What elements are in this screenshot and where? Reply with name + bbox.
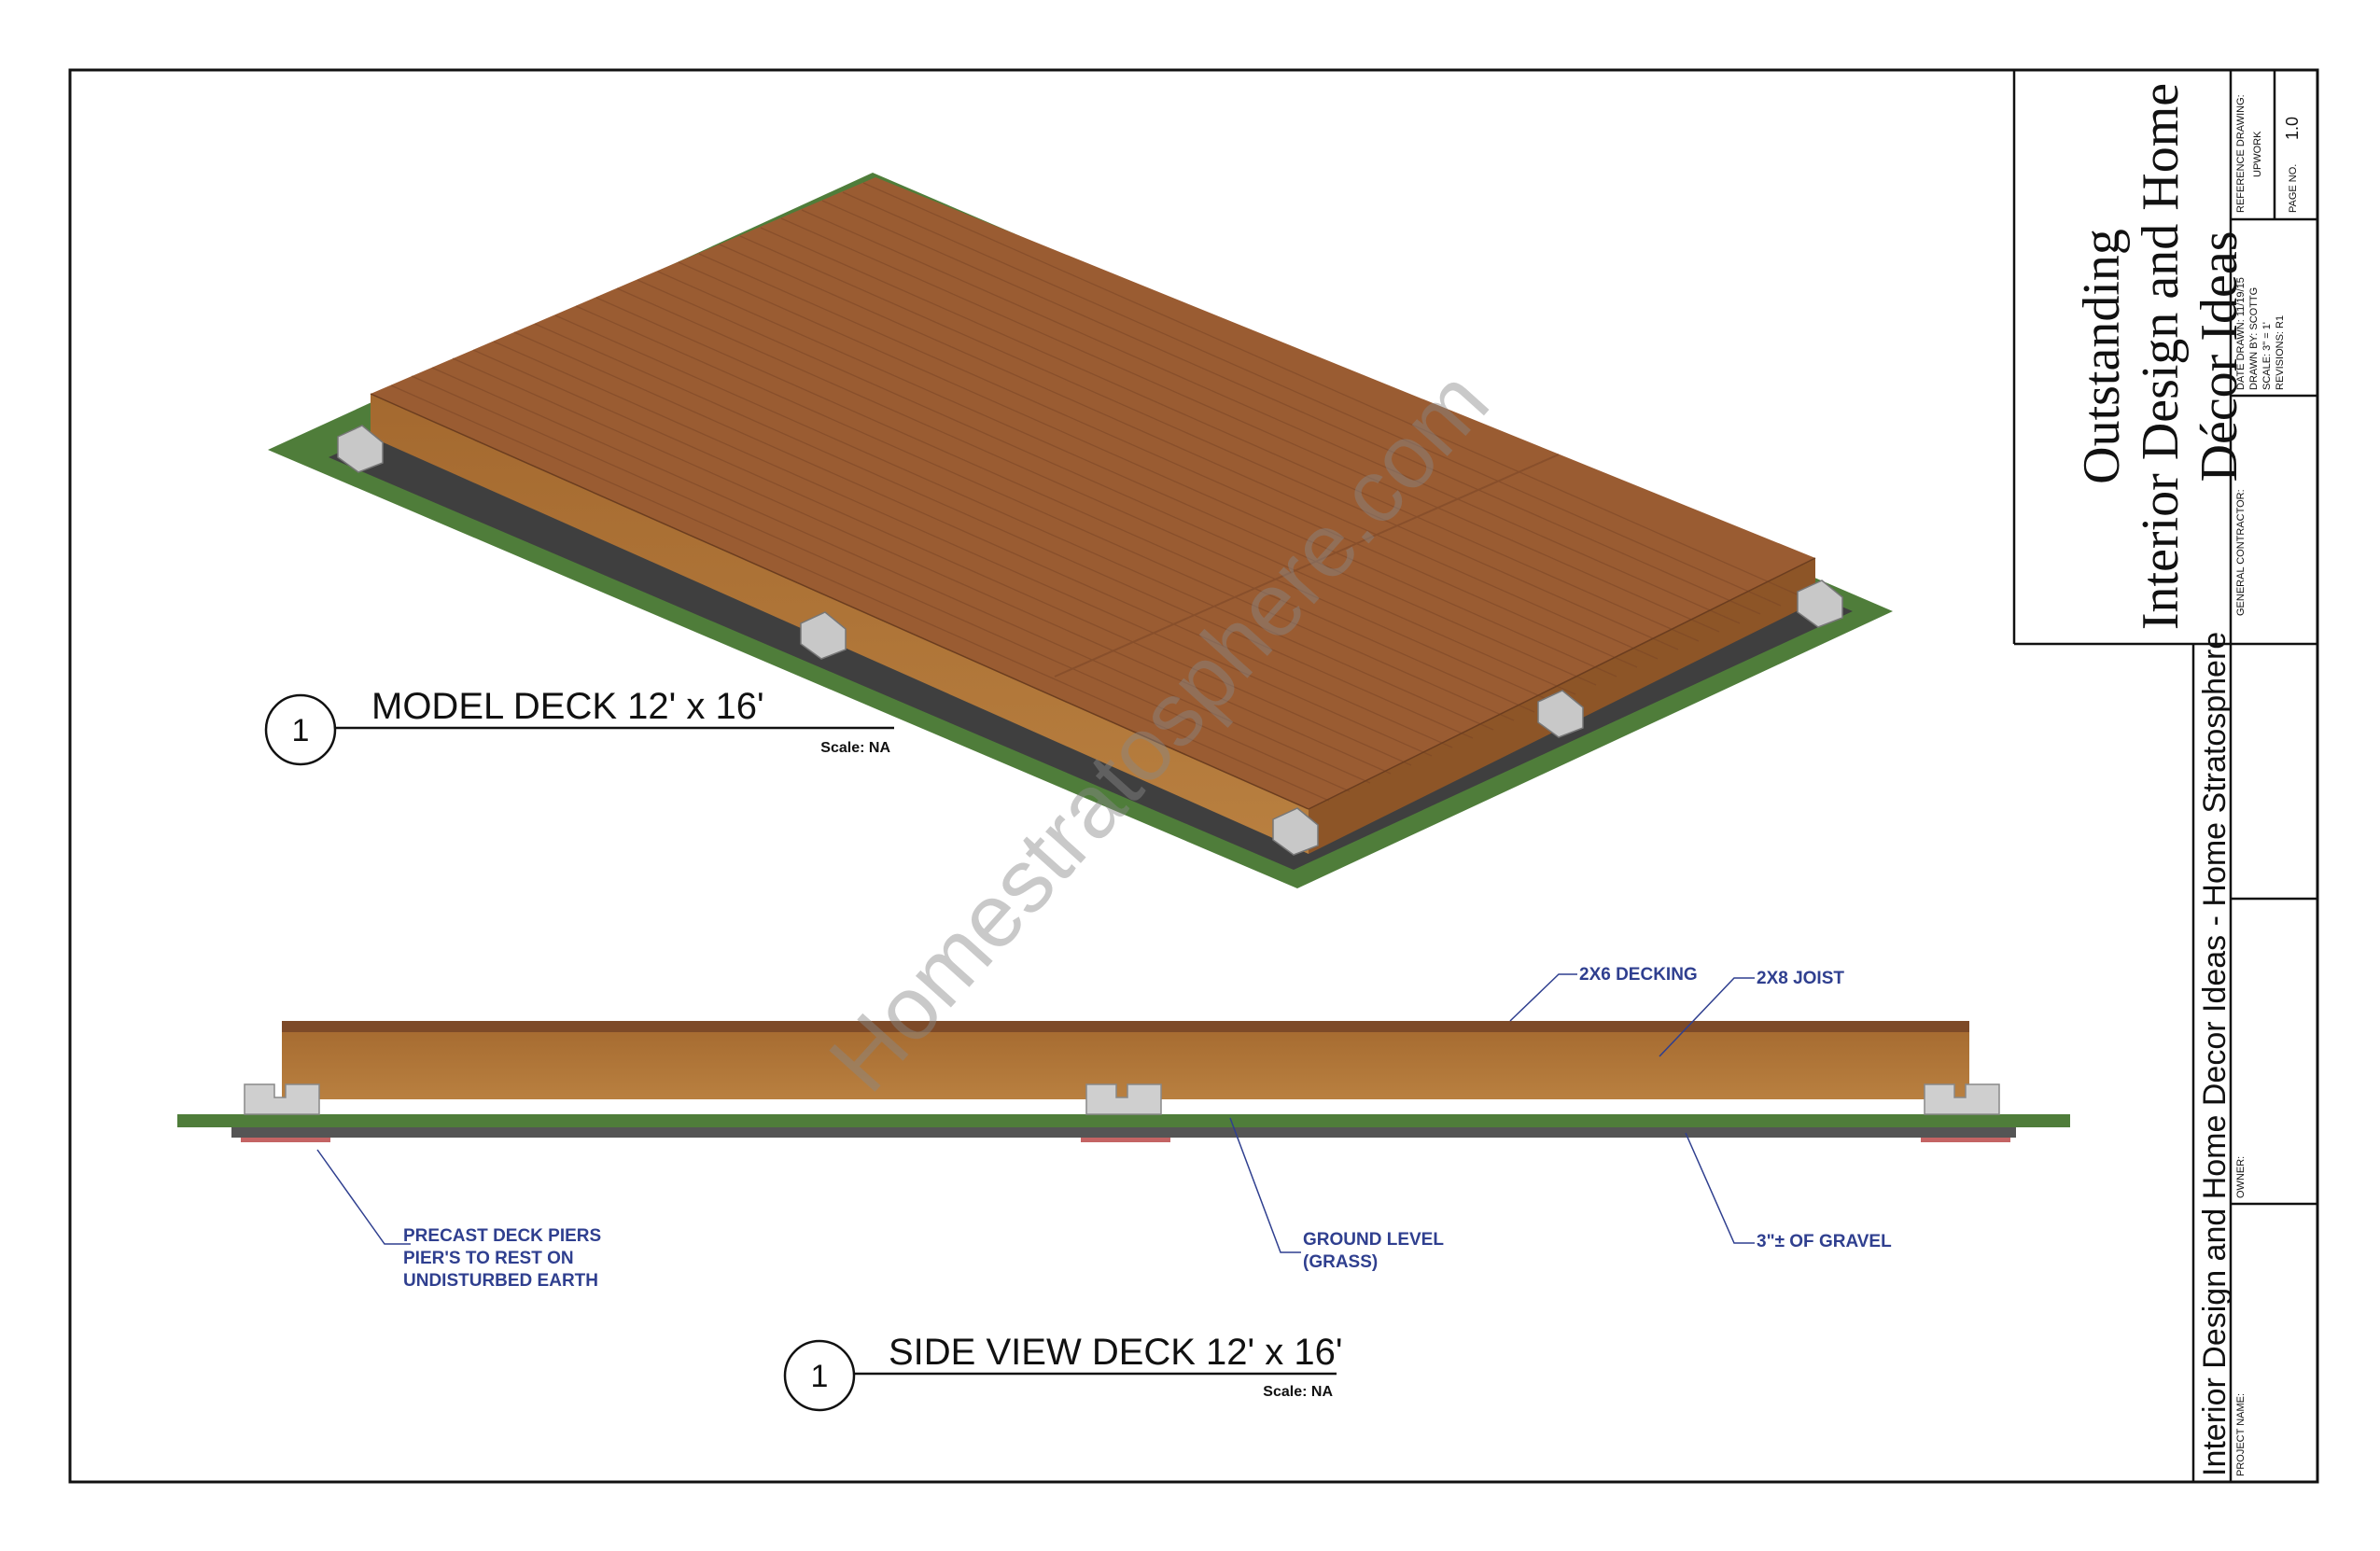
deck-piers bbox=[337, 425, 1843, 856]
side-view-label: 1 SIDE VIEW DECK 12' x 16' Scale: NA bbox=[783, 1332, 1343, 1412]
deck-plank-lines bbox=[390, 182, 1802, 802]
company-title-line1: Outstanding bbox=[2073, 229, 2131, 484]
callout-decking: 2X6 DECKING bbox=[1579, 965, 1698, 985]
project-name-label: PROJECT NAME: bbox=[2235, 1393, 2247, 1476]
view-scale: Scale: NA bbox=[820, 740, 890, 756]
deck-decking-side bbox=[282, 1021, 1969, 1032]
view-scale: Scale: NA bbox=[1263, 1384, 1333, 1400]
owner-label: OWNER: bbox=[2235, 1156, 2247, 1198]
side-piers bbox=[244, 1083, 2000, 1115]
page-value: 1.0 bbox=[2283, 117, 2302, 140]
model-deck-illustration bbox=[268, 173, 1893, 888]
gravel-line bbox=[231, 1127, 2016, 1138]
general-contractor-label: GENERAL CONTRACTOR: bbox=[2235, 489, 2247, 616]
date-drawn: DATE DRAWN: 11/19/15 bbox=[2235, 277, 2247, 390]
deck-top-surface bbox=[371, 177, 1815, 809]
callout-ground-line1: GROUND LEVEL bbox=[1303, 1230, 1444, 1250]
reference-label: REFERENCE DRAWING: bbox=[2235, 94, 2247, 213]
grass-line bbox=[177, 1114, 2070, 1127]
revisions: REVISIONS: R1 bbox=[2275, 315, 2286, 390]
view-number-circle bbox=[264, 693, 337, 766]
title-block bbox=[2012, 70, 2317, 1482]
sheet-border bbox=[68, 68, 2319, 1484]
scale-info: SCALE: 3" = 1' bbox=[2261, 322, 2273, 390]
drawn-by: DRAWN BY: SCOTTG bbox=[2248, 287, 2260, 390]
view-title: MODEL DECK 12' x 16' bbox=[371, 686, 764, 727]
view-number: 1 bbox=[292, 713, 310, 748]
view-title: SIDE VIEW DECK 12' x 16' bbox=[889, 1332, 1343, 1373]
view-number-circle bbox=[783, 1339, 856, 1412]
project-name-value: Interior Design and Home Decor Ideas - H… bbox=[2197, 632, 2233, 1476]
callout-piers-line3: UNDISTURBED EARTH bbox=[403, 1271, 598, 1291]
callout-piers-line1: PRECAST DECK PIERS bbox=[403, 1226, 601, 1246]
company-title-line3: Décor Ideas bbox=[2191, 231, 2248, 482]
callout-joist: 2X8 JOIST bbox=[1757, 969, 1844, 988]
page-label: PAGE NO. bbox=[2288, 164, 2299, 213]
view-number: 1 bbox=[811, 1359, 829, 1394]
reference-value: UPWORK bbox=[2252, 131, 2263, 177]
company-title-line2: Interior Design and Home bbox=[2132, 83, 2190, 630]
callout-ground-line2: (GRASS) bbox=[1303, 1252, 1378, 1272]
deck-joist-side bbox=[282, 1021, 1969, 1099]
side-view-illustration bbox=[177, 1021, 2070, 1142]
callout-leaders bbox=[316, 973, 1755, 1253]
model-deck-view-label: 1 MODEL DECK 12' x 16' Scale: NA bbox=[264, 686, 894, 766]
callout-piers-line2: PIER'S TO REST ON bbox=[403, 1249, 574, 1268]
callout-gravel: 3"± OF GRAVEL bbox=[1757, 1232, 1892, 1251]
